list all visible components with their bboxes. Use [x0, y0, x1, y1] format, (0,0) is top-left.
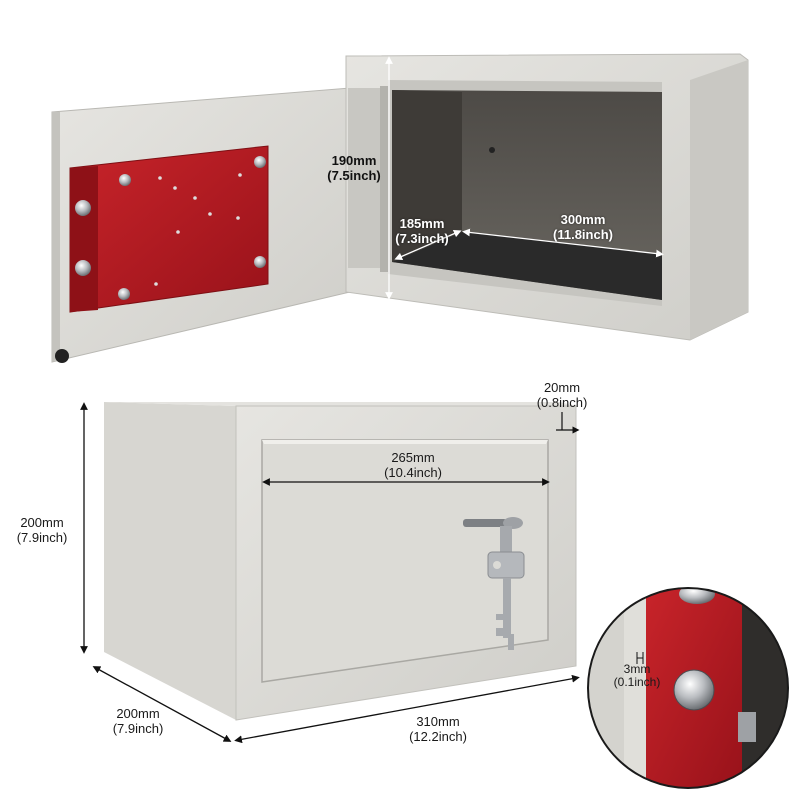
dimension-mm: 200mm	[116, 706, 160, 721]
dimension-inch: (10.4inch)	[384, 465, 442, 480]
open-safe	[51, 53, 749, 363]
dimension-mm: 185mm	[399, 216, 445, 231]
closed-safe	[80, 402, 580, 744]
screw-icon	[119, 174, 131, 186]
dimension-inch: (7.9inch)	[112, 721, 164, 736]
safe-side	[104, 402, 236, 720]
exterior-height-label: 200mm (7.9inch)	[4, 515, 80, 545]
lock-plate	[69, 145, 269, 313]
interior-height-label: 190mm (7.5inch)	[318, 153, 390, 183]
dimension-inch: (7.5inch)	[327, 168, 381, 183]
screw-icon	[254, 256, 266, 268]
exterior-depth-label: 200mm (7.9inch)	[100, 706, 176, 736]
dimension-mm: 20mm	[543, 380, 581, 395]
interior-depth-label: 185mm (7.3inch)	[386, 216, 458, 246]
dimension-mm: 300mm	[560, 212, 606, 227]
dimension-mm: 265mm	[391, 450, 435, 465]
dimension-inch: (0.8inch)	[536, 395, 588, 410]
exterior-width-label: 310mm (12.2inch)	[398, 714, 478, 744]
dimension-mm: 190mm	[331, 153, 377, 168]
dimension-mm: 310mm	[416, 714, 460, 729]
dimension-inch: (11.8inch)	[553, 227, 613, 242]
screw-icon	[254, 156, 266, 168]
bolt-diameter-label: H 3mm (0.1inch)	[602, 650, 672, 689]
dimension-mm: 200mm	[20, 515, 64, 530]
dimension-inch: (0.1inch)	[613, 675, 661, 689]
dimension-inch: (7.3inch)	[395, 231, 449, 246]
interior-width-label: 300mm (11.8inch)	[538, 212, 628, 242]
screw-icon	[118, 288, 130, 300]
bolt-icon	[75, 200, 91, 216]
door-hinge-pin	[55, 349, 69, 363]
dimension-mm: 3mm	[623, 662, 651, 676]
dimension-inch: (12.2inch)	[409, 729, 467, 744]
door-width-label: 265mm (10.4inch)	[368, 450, 458, 480]
door-thickness-label: 20mm (0.8inch)	[524, 380, 600, 410]
bolt-icon	[673, 669, 715, 711]
key-icon	[463, 517, 525, 650]
safe-hinge	[348, 88, 380, 268]
dimension-inch: (7.9inch)	[16, 530, 68, 545]
bolt-icon	[75, 260, 91, 276]
